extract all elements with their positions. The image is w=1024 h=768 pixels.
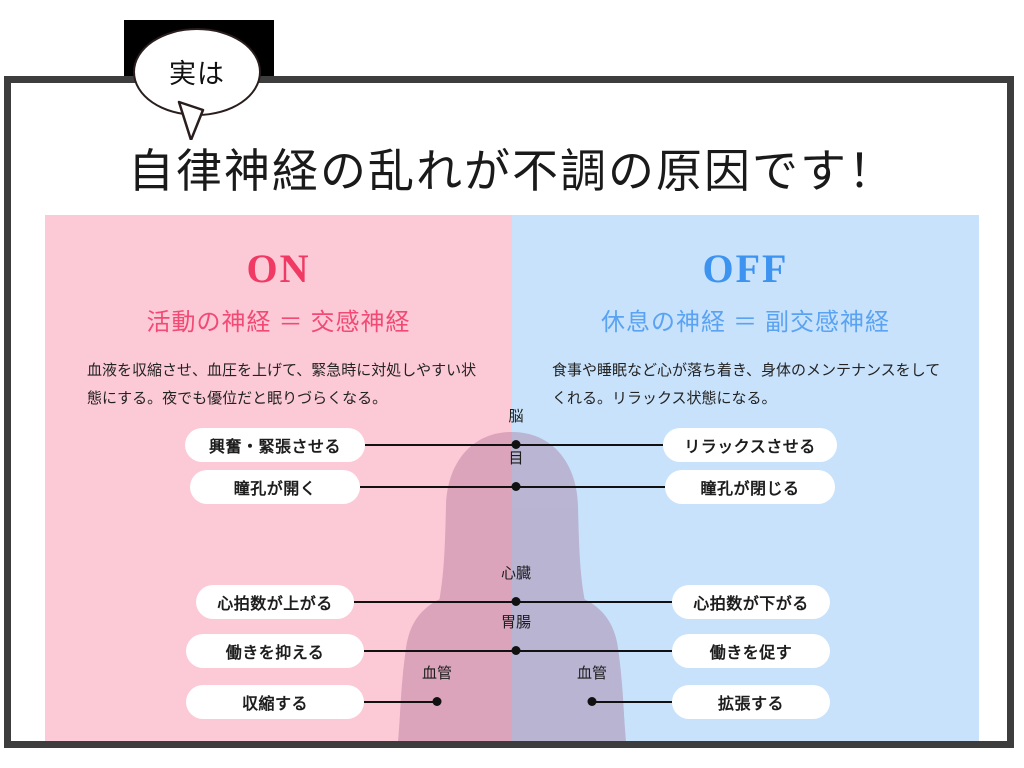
off-effect-pill[interactable]: 働きを促す <box>672 634 830 668</box>
organ-row: 興奮・緊張させるリラックスさせる脳 <box>0 408 1024 468</box>
off-subheading: 休息の神経 ＝ 副交感神経 <box>601 310 890 336</box>
organ-row: 瞳孔が開く瞳孔が閉じる目 <box>0 450 1024 510</box>
off-effect-pill[interactable]: リラックスさせる <box>663 428 837 462</box>
badge-speech-bubble: 実は <box>133 28 261 140</box>
badge-label: 実は <box>169 58 225 89</box>
comparison-panels: ON 活動の神経 ＝ 交感神経 血液を収縮させ、血圧を上げて、緊急時に対処しやす… <box>45 215 979 741</box>
on-effect-pill[interactable]: 働きを抑える <box>186 634 364 668</box>
off-description: 食事や睡眠など心が落ち着き、身体のメンテナンスをしてくれる。リラックス状態になる… <box>552 362 941 407</box>
page-title: 自律神経の乱れが不調の原因です！ <box>128 146 896 197</box>
on-heading: ON <box>246 246 311 291</box>
on-description: 血液を収縮させ、血圧を上げて、緊急時に対処しやすい状態にする。夜でも優位だと眠り… <box>87 362 477 407</box>
off-heading: OFF <box>702 246 789 291</box>
on-effect-pill[interactable]: 収縮する <box>186 685 364 719</box>
on-effect-pill[interactable]: 心拍数が上がる <box>196 585 354 619</box>
on-subheading: 活動の神経 ＝ 交感神経 <box>146 310 411 336</box>
off-effect-pill[interactable]: 拡張する <box>672 685 830 719</box>
organ-row: 収縮する拡張する血管血管 <box>0 665 1024 725</box>
off-effect-pill[interactable]: 瞳孔が閉じる <box>665 470 835 504</box>
off-effect-pill[interactable]: 心拍数が下がる <box>672 585 830 619</box>
organ-row: 心拍数が上がる心拍数が下がる心臓 <box>0 565 1024 625</box>
on-effect-pill[interactable]: 瞳孔が開く <box>190 470 360 504</box>
on-effect-pill[interactable]: 興奮・緊張させる <box>185 428 365 462</box>
